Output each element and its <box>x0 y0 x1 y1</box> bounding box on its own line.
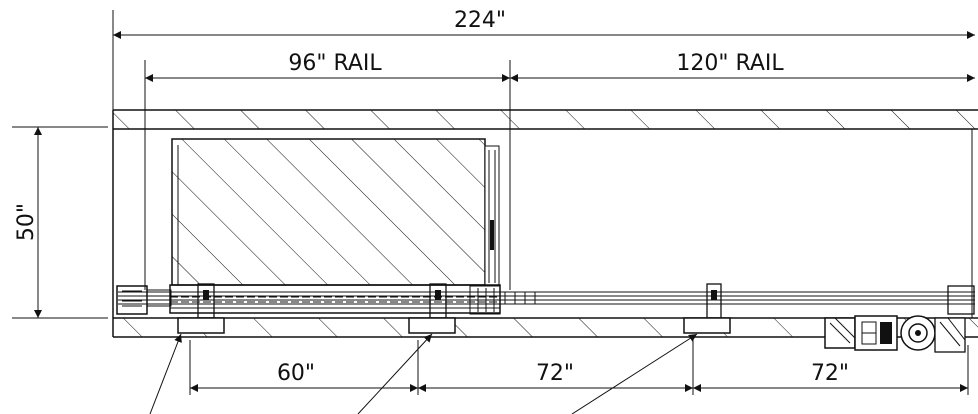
rail-assembly <box>116 283 975 319</box>
spacing-label-3: 72" <box>811 361 849 386</box>
height-label: 50" <box>14 203 39 241</box>
spacing-dimensions: 60" 72" 72" <box>189 340 969 395</box>
overall-length-label: 224" <box>454 8 506 33</box>
leader-arrows <box>149 333 698 414</box>
rail-dimensions: 96" RAIL 120" RAIL <box>144 51 975 290</box>
rail-96-label: 96" RAIL <box>288 51 382 76</box>
support-feet <box>177 317 731 334</box>
motor-assembly <box>824 315 966 353</box>
spacing-label-1: 60" <box>277 361 315 386</box>
support-foot-2 <box>408 317 456 334</box>
enclosure <box>112 109 978 338</box>
rail-120-label: 120" RAIL <box>676 51 784 76</box>
leader-arrow-2 <box>357 333 433 414</box>
support-foot-1 <box>177 317 225 334</box>
support-foot-3 <box>683 317 731 334</box>
leader-arrow-1 <box>149 333 182 414</box>
gate-panel <box>171 138 500 287</box>
height-dimension: 50" <box>12 126 108 319</box>
leader-arrow-3 <box>571 333 698 414</box>
overall-dimension: 224" <box>112 8 975 110</box>
spacing-label-2: 72" <box>536 361 574 386</box>
